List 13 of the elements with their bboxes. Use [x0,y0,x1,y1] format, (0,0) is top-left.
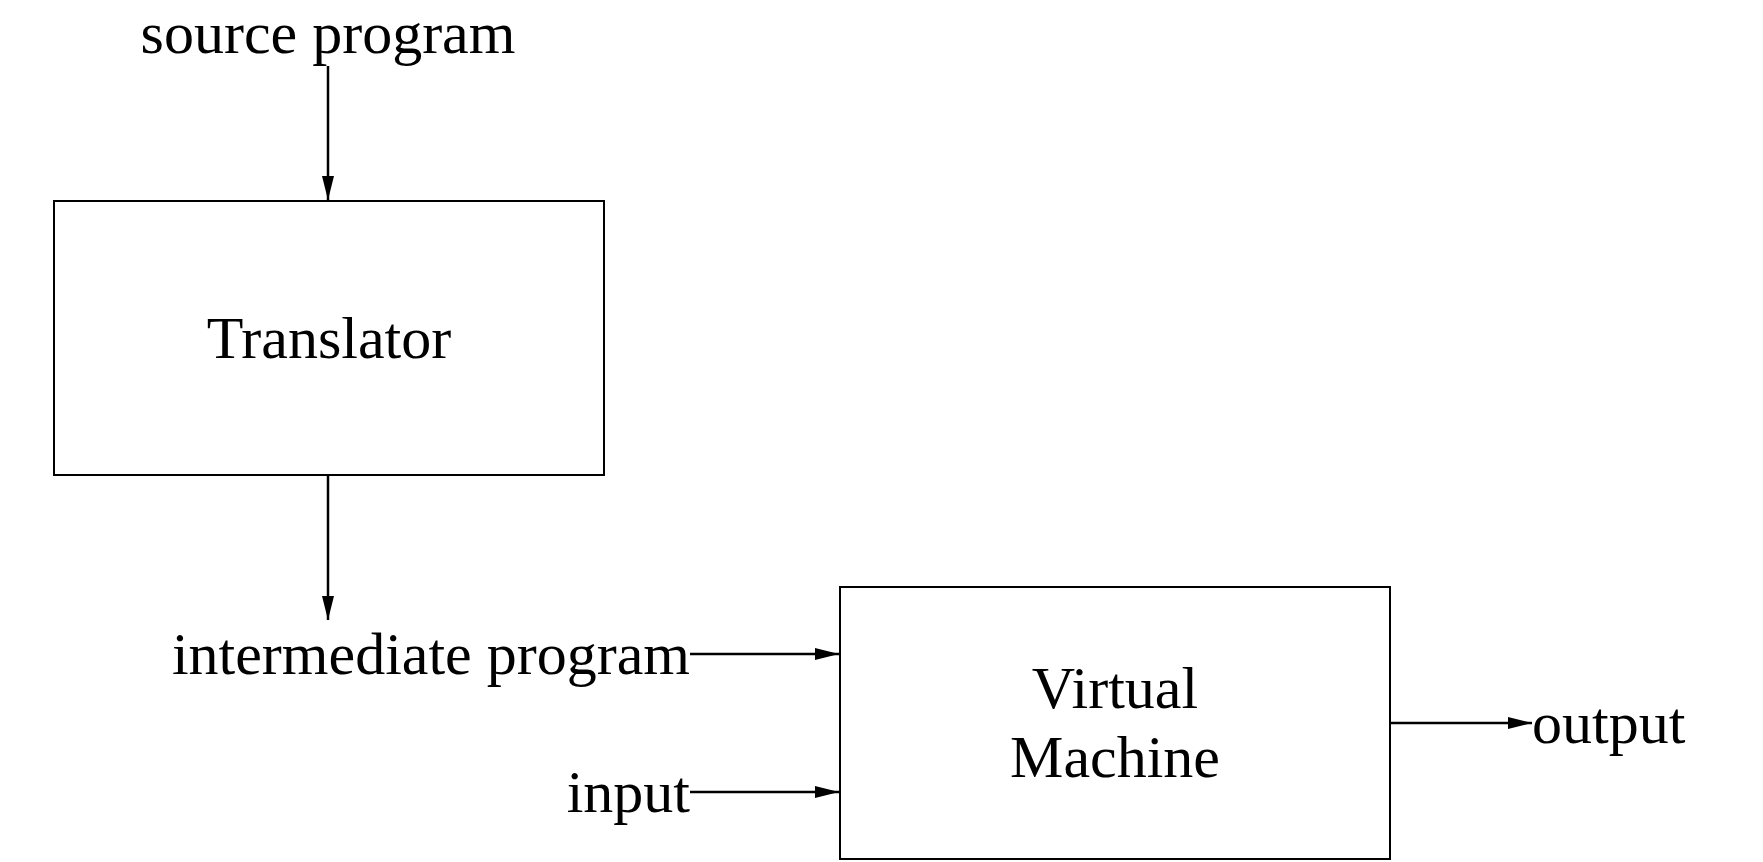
box-label: Translator [206,303,452,373]
flow-label: source program [140,0,516,68]
arrow [322,476,334,620]
box-label: Virtual Machine [1009,654,1221,792]
process-box [53,200,605,476]
arrow [690,648,839,660]
flow-label: intermediate program [171,619,690,689]
flow-label: input [566,757,690,827]
arrow [690,786,839,798]
arrow [322,66,334,200]
arrow [1391,717,1532,729]
flow-label: output [1532,688,1686,758]
process-box [839,586,1391,860]
